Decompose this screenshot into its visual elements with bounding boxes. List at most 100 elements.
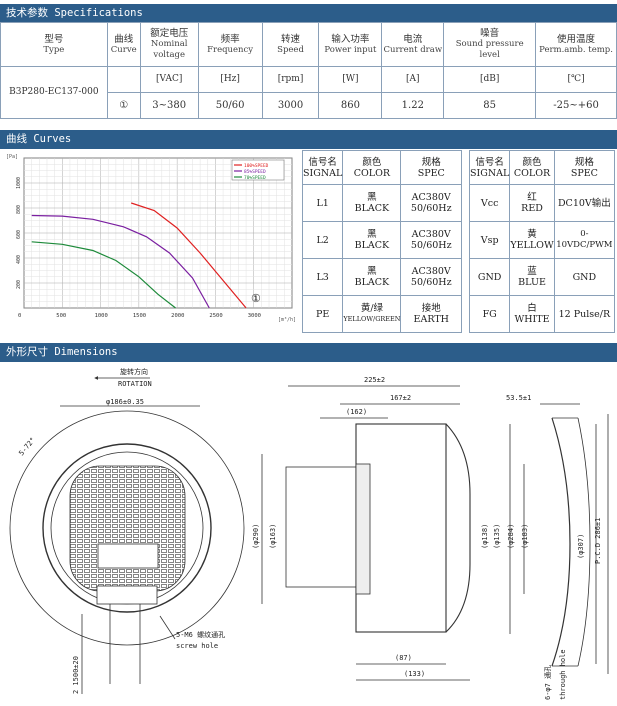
chart-xlabel: [m³/h]	[278, 317, 296, 323]
chart-series-line-0	[131, 202, 247, 309]
signal-name: Vsp	[468, 221, 511, 259]
unit-voltage: [VAC]	[139, 66, 199, 93]
flange-view: 53.5±1 (φ307) P.C.D 286±1 6-φ7 通孔 throug…	[506, 394, 609, 700]
dim-angle: 5-72°	[17, 436, 37, 457]
unit-speed: [rpm]	[261, 66, 320, 93]
dim-cable: 2 1500±20	[72, 656, 80, 694]
signal-name: L3	[301, 258, 344, 296]
dim-w167: 167±2	[390, 394, 411, 402]
rotation-label-cn: 旋转方向	[120, 367, 148, 376]
dim-w53: 53.5±1	[506, 394, 531, 402]
signal-spec: 12 Pulse/R	[553, 295, 616, 333]
chart-y-tick: 600	[16, 230, 22, 239]
signal-name: L1	[301, 184, 344, 222]
signal-name: L2	[301, 221, 344, 259]
value-voltage: 3~380	[139, 92, 199, 119]
dimensions-drawing: 旋转方向 ROTATION φ186±0.35 5-72° 2 1500±20 …	[9, 367, 609, 700]
curve-number-label: ①	[251, 292, 261, 305]
dim-d163: (φ163)	[269, 524, 277, 549]
dim-d138: (φ138)	[481, 524, 489, 549]
impeller-body	[355, 423, 447, 633]
type-cell: B3P280-EC137-000	[0, 66, 108, 119]
chart-y-tick: 1000	[16, 177, 22, 189]
dim-w162: (162)	[346, 408, 367, 416]
dim-d284: (φ284)	[507, 524, 515, 549]
unit-power: [W]	[318, 66, 383, 93]
rotation-label-en: ROTATION	[118, 380, 152, 388]
flange-profile	[551, 417, 571, 667]
dim-w133: (133)	[404, 670, 425, 678]
chart-x-tick: 1000	[95, 313, 108, 319]
unit-sound: [dB]	[443, 66, 537, 93]
motor-housing	[285, 466, 357, 588]
chart-x-tick: 2500	[209, 313, 222, 319]
unit-temp: [℃]	[535, 66, 617, 93]
screw-hole-en: screw hole	[176, 642, 218, 650]
dim-pcd: P.C.D 286±1	[594, 518, 602, 564]
hole-label-en: through hole	[559, 649, 567, 700]
chart-y-tick: 400	[16, 255, 22, 264]
motor-ring	[42, 443, 212, 613]
side-view: 225±2 167±2 (162) (φ290) (φ163) (φ138) (…	[252, 376, 529, 681]
signal-name: GND	[468, 258, 511, 296]
chart-legend-label: 85%SPEED	[244, 169, 266, 175]
signal-name: PE	[301, 295, 344, 333]
impeller-outline	[9, 410, 245, 646]
chart-x-tick: 3000	[248, 313, 261, 319]
dim-w225: 225±2	[364, 376, 385, 384]
hole-label-cn: 6-φ7 通孔	[543, 665, 552, 700]
chart-x-tick: 1500	[133, 313, 146, 319]
value-speed: 3000	[261, 92, 320, 119]
unit-frequency: [Hz]	[197, 66, 263, 93]
value-current: 1.22	[381, 92, 445, 119]
value-frequency: 50/60	[197, 92, 263, 119]
dim-d186: φ186±0.35	[106, 398, 144, 406]
dim-w87: (87)	[395, 654, 412, 662]
signal-spec: DC10V输出	[553, 184, 616, 222]
signal-name: Vcc	[468, 184, 511, 222]
value-power: 860	[318, 92, 383, 119]
chart-x-tick: 0	[18, 313, 21, 319]
unit-current: [A]	[381, 66, 445, 93]
chart-ylabel: [Pa]	[6, 154, 18, 160]
value-curve: ①	[106, 92, 141, 119]
signal-name: FG	[468, 295, 511, 333]
motor-vents	[69, 465, 186, 592]
signal-spec: GND	[553, 258, 616, 296]
dim-d135: (φ135)	[493, 524, 501, 549]
unit-curve	[106, 66, 141, 93]
curves-header: 曲线 Curves	[0, 130, 617, 149]
chart-legend-box	[231, 159, 285, 181]
specifications-header: 技术参数 Specifications	[0, 4, 617, 23]
chart-legend-label: 100%SPEED	[244, 163, 269, 169]
chart-series-line-2	[31, 241, 176, 309]
dim-d183: (φ183)	[521, 524, 529, 549]
value-sound: 85	[443, 92, 537, 119]
chart-series-line-1	[31, 214, 210, 309]
